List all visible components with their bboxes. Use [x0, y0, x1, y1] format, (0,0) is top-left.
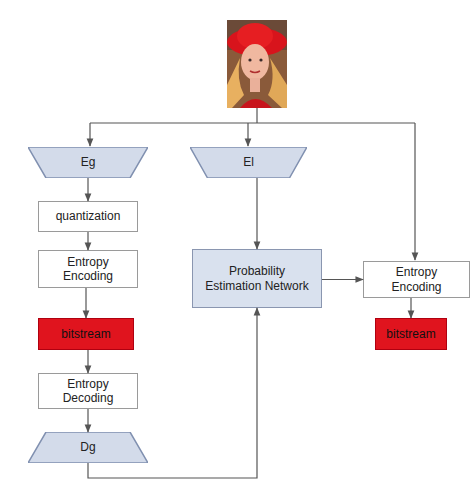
bitstream-box: bitstream [375, 318, 447, 350]
process-box: Entropy Encoding [38, 250, 138, 288]
process-box: Entropy Decoding [38, 373, 138, 409]
process-box: quantization [38, 201, 138, 232]
encoder-trapezoid: Eg [28, 147, 148, 178]
node-label: bitstream [61, 327, 110, 341]
node-label: Eg [81, 155, 96, 169]
node-label: quantization [56, 209, 121, 223]
flow-arrow [87, 350, 88, 373]
bitstream-box: bitstream [38, 318, 134, 350]
trapezoid-shape [28, 147, 148, 178]
flow-arrow [256, 178, 257, 249]
flow-arrow [87, 232, 88, 250]
input-arrow [247, 123, 248, 146]
node-label: Entropy Decoding [49, 377, 127, 406]
split-line [90, 122, 415, 123]
node-label: Probability Estimation Network [203, 264, 311, 293]
input-photo [227, 20, 287, 108]
node-label: El [243, 155, 254, 169]
trapezoid-shape [190, 147, 307, 178]
node-label: bitstream [386, 327, 435, 341]
flow-arrow [87, 178, 88, 201]
input-split-lines [90, 108, 415, 260]
trapezoid-shape [28, 432, 148, 463]
node-label: Dg [80, 440, 95, 454]
node-label: Entropy Encoding [49, 255, 127, 284]
input-arrow [89, 123, 90, 146]
flow-arrow [85, 288, 86, 318]
decoder-trapezoid: Dg [28, 432, 148, 463]
input-arrow [414, 123, 415, 260]
flow-arrow [88, 308, 257, 478]
node-label: Entropy Encoding [374, 265, 459, 294]
split-line [256, 108, 257, 123]
flow-arrow [322, 279, 363, 280]
encoder-trapezoid: El [190, 147, 307, 178]
process-box: Entropy Encoding [363, 261, 470, 298]
network-box: Probability Estimation Network [192, 249, 322, 308]
flow-arrow [410, 298, 411, 318]
flow-arrow [87, 409, 88, 432]
